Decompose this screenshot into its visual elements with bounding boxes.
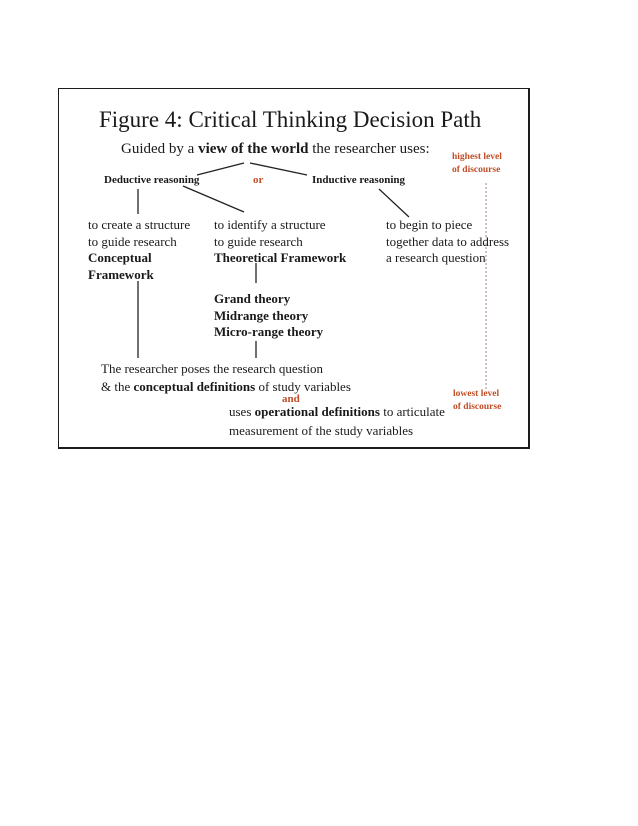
text-segment: & the [101,379,134,394]
connector-line [378,188,410,218]
text-segment: conceptual definitions [133,379,256,394]
text-line: of discourse [452,164,501,175]
text-line: together data to address [386,233,510,249]
text-line: highest level [452,152,502,162]
measurement-line: measurement of the study variables [229,422,414,438]
connector-line [182,185,245,213]
inductive-reasoning-label: Inductive reasoning [312,174,406,186]
text-line: to create a structure [88,217,191,232]
text-segment: to articulate [379,404,445,419]
text-line: to guide research [88,233,177,249]
text-line: Grand theory [214,291,291,306]
text-line: Framework [88,266,154,282]
text-line: to identify a structure [214,217,326,232]
text-line: Micro-range theory [214,324,324,339]
connector-line [196,162,245,176]
text-line: to guide research [214,233,303,249]
operational-definitions-block: uses operational definitions to articula… [229,403,445,440]
highest-level-note: highest level of discourse [452,151,502,176]
text-segment: uses [229,404,255,419]
text-line: Conceptual [88,250,152,265]
text-line: Midrange theory [214,307,309,323]
operational-definitions-line: uses operational definitions to articula… [229,403,445,422]
text-line: of discourse [453,401,502,412]
and-label: and [282,393,300,405]
text-segment: view of the world [198,141,309,157]
lowest-level-note: lowest level of discourse [453,388,501,413]
text-segment: of study variables [255,379,351,394]
text-segment: the researcher uses: [308,141,430,157]
text-segment: operational definitions [254,404,380,419]
conceptual-definitions-line: & the conceptual definitions of study va… [101,378,351,396]
or-label: or [253,174,264,186]
slide-figure-4: Figure 4: Critical Thinking Decision Pat… [58,88,530,449]
text-line: a research question [386,250,486,265]
deductive-reasoning-label: Deductive reasoning [104,174,200,186]
research-question-block: The researcher poses the research questi… [101,360,351,396]
subtitle-guided-by: Guided by a view of the world the resear… [121,140,430,159]
text-line: Theoretical Framework [214,250,347,265]
research-question-line: The researcher poses the research questi… [101,361,323,376]
figure-title: Figure 4: Critical Thinking Decision Pat… [99,107,482,132]
text-segment: Guided by a [121,141,199,157]
text-line: to begin to piece [386,217,473,232]
text-line: lowest level [453,389,500,399]
